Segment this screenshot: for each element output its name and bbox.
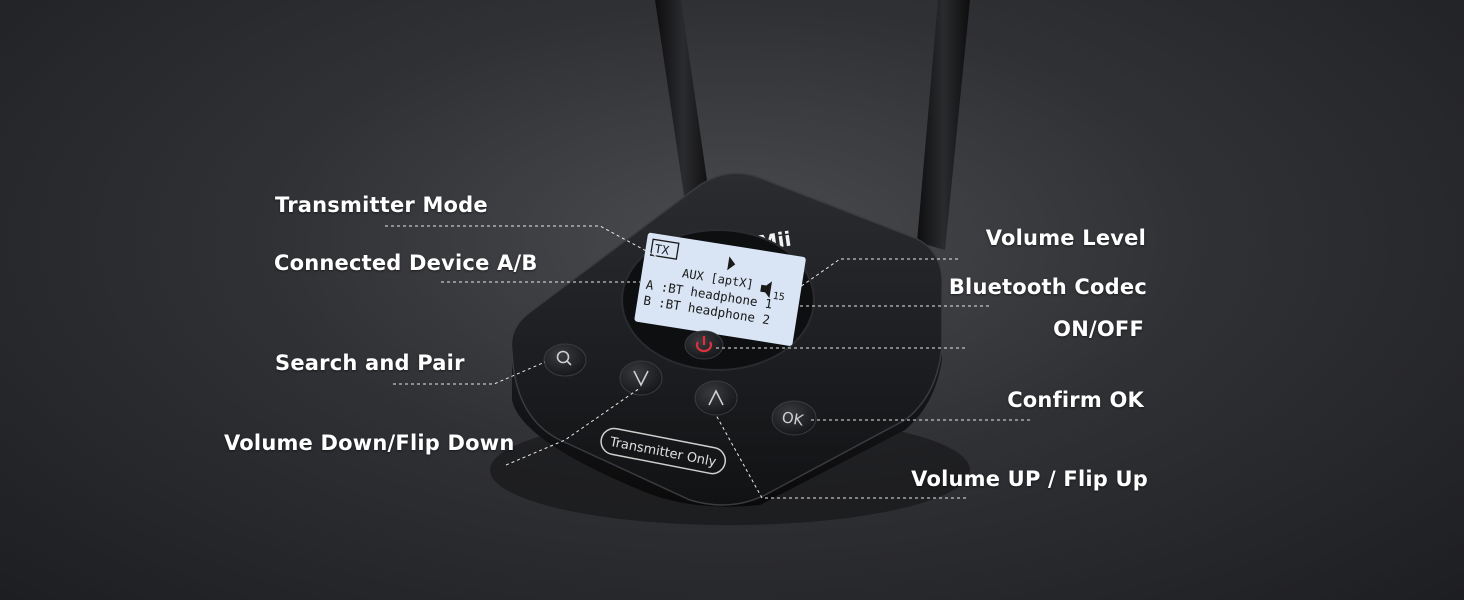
chevron-up-icon [708,389,724,406]
confirm-ok-button[interactable]: OK [771,400,817,436]
label-search-pair: Search and Pair [275,351,465,375]
lcd-mode-tag: TX [654,242,671,258]
chevron-down-icon [633,370,649,387]
right-antenna [917,0,970,250]
leader-search-pair [393,361,546,385]
label-bluetooth-codec: Bluetooth Codec [948,275,1147,299]
lcd-volume-value: 15 [772,291,786,304]
leader-volume-level [799,258,958,288]
label-volume-level: Volume Level [985,226,1146,250]
volume-icon [760,281,773,299]
lcd-screen: TX AUX [aptX] 15 A :BT headphone 1 B :BT… [634,232,806,346]
search-icon [556,350,572,366]
leader-volume-up [715,414,966,499]
volume-down-button[interactable] [619,360,663,396]
play-icon [727,256,736,271]
volume-up-button[interactable] [694,380,738,416]
label-volume-up: Volume UP / Flip Up [911,467,1148,491]
label-volume-down: Volume Down/Flip Down [224,431,515,455]
search-button[interactable] [543,343,587,377]
power-button[interactable] [684,330,724,360]
ok-button-label: OK [780,408,806,430]
label-transmitter-mode: Transmitter Mode [275,193,488,217]
power-icon [695,336,713,353]
label-connected-device: Connected Device A/B [274,251,538,275]
left-antenna [655,0,712,222]
label-on-off: ON/OFF [1053,317,1144,341]
label-confirm-ok: Confirm OK [1007,388,1144,412]
